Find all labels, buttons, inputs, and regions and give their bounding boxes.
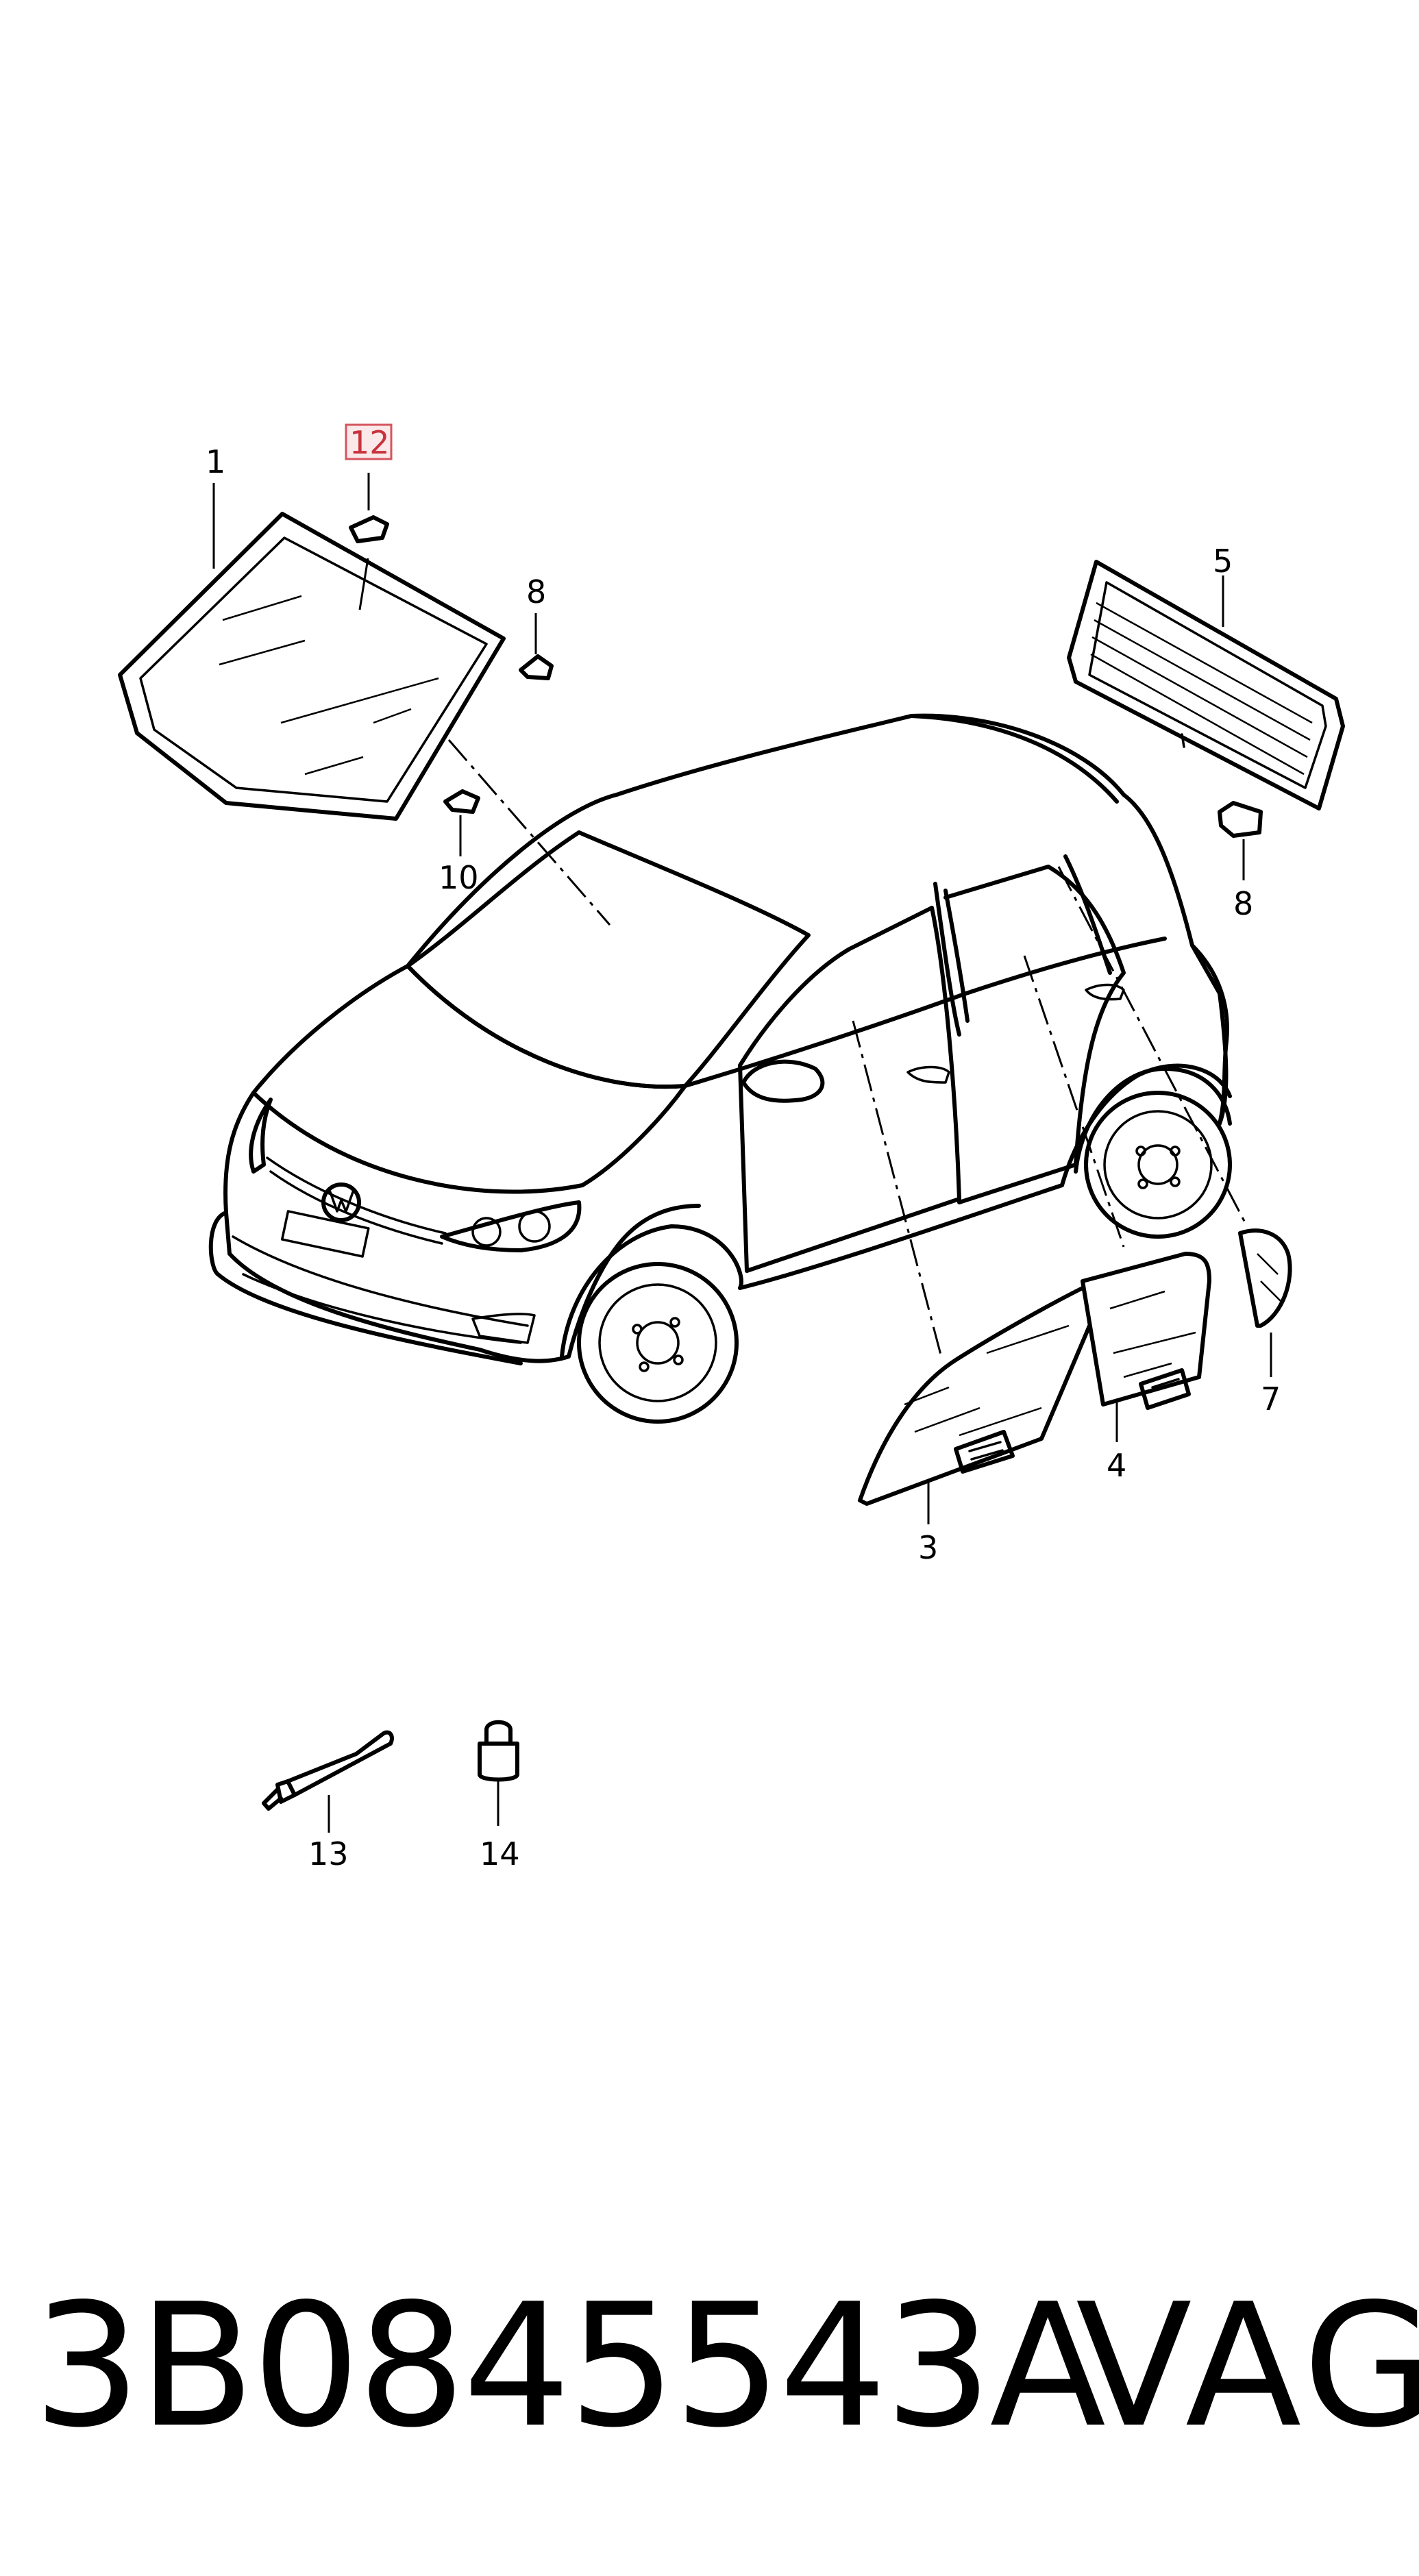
- brand-name: VAG: [1076, 2268, 1419, 2465]
- primer-bottle[interactable]: [478, 1720, 519, 1782]
- label-14[interactable]: 14: [480, 1835, 520, 1872]
- label-10[interactable]: 10: [439, 859, 479, 896]
- windshield[interactable]: [118, 512, 506, 821]
- front-door-glass[interactable]: [858, 1285, 1102, 1506]
- label-4[interactable]: 4: [1107, 1447, 1126, 1484]
- sensor-pad-12[interactable]: [349, 515, 389, 543]
- clip-8-left[interactable]: [519, 654, 554, 680]
- rear-door-glass[interactable]: [1081, 1252, 1211, 1410]
- clip-10[interactable]: [443, 789, 480, 814]
- part-number: 3B0845543A: [33, 2268, 1106, 2465]
- label-12-highlight: [345, 423, 393, 460]
- rear-window[interactable]: [1067, 560, 1345, 810]
- label-7[interactable]: 7: [1261, 1380, 1281, 1417]
- clip-8-right[interactable]: [1218, 801, 1263, 838]
- label-8-right[interactable]: 8: [1233, 885, 1253, 922]
- label-5[interactable]: 5: [1213, 543, 1233, 580]
- label-1[interactable]: 1: [206, 443, 225, 480]
- quarter-glass[interactable]: [1238, 1228, 1292, 1328]
- car-body: [208, 713, 1232, 1424]
- label-8-left[interactable]: 8: [526, 573, 546, 610]
- label-12[interactable]: 12: [349, 424, 390, 461]
- label-13[interactable]: 13: [308, 1835, 349, 1872]
- label-3[interactable]: 3: [918, 1529, 938, 1566]
- adhesive-tube[interactable]: [262, 1730, 394, 1811]
